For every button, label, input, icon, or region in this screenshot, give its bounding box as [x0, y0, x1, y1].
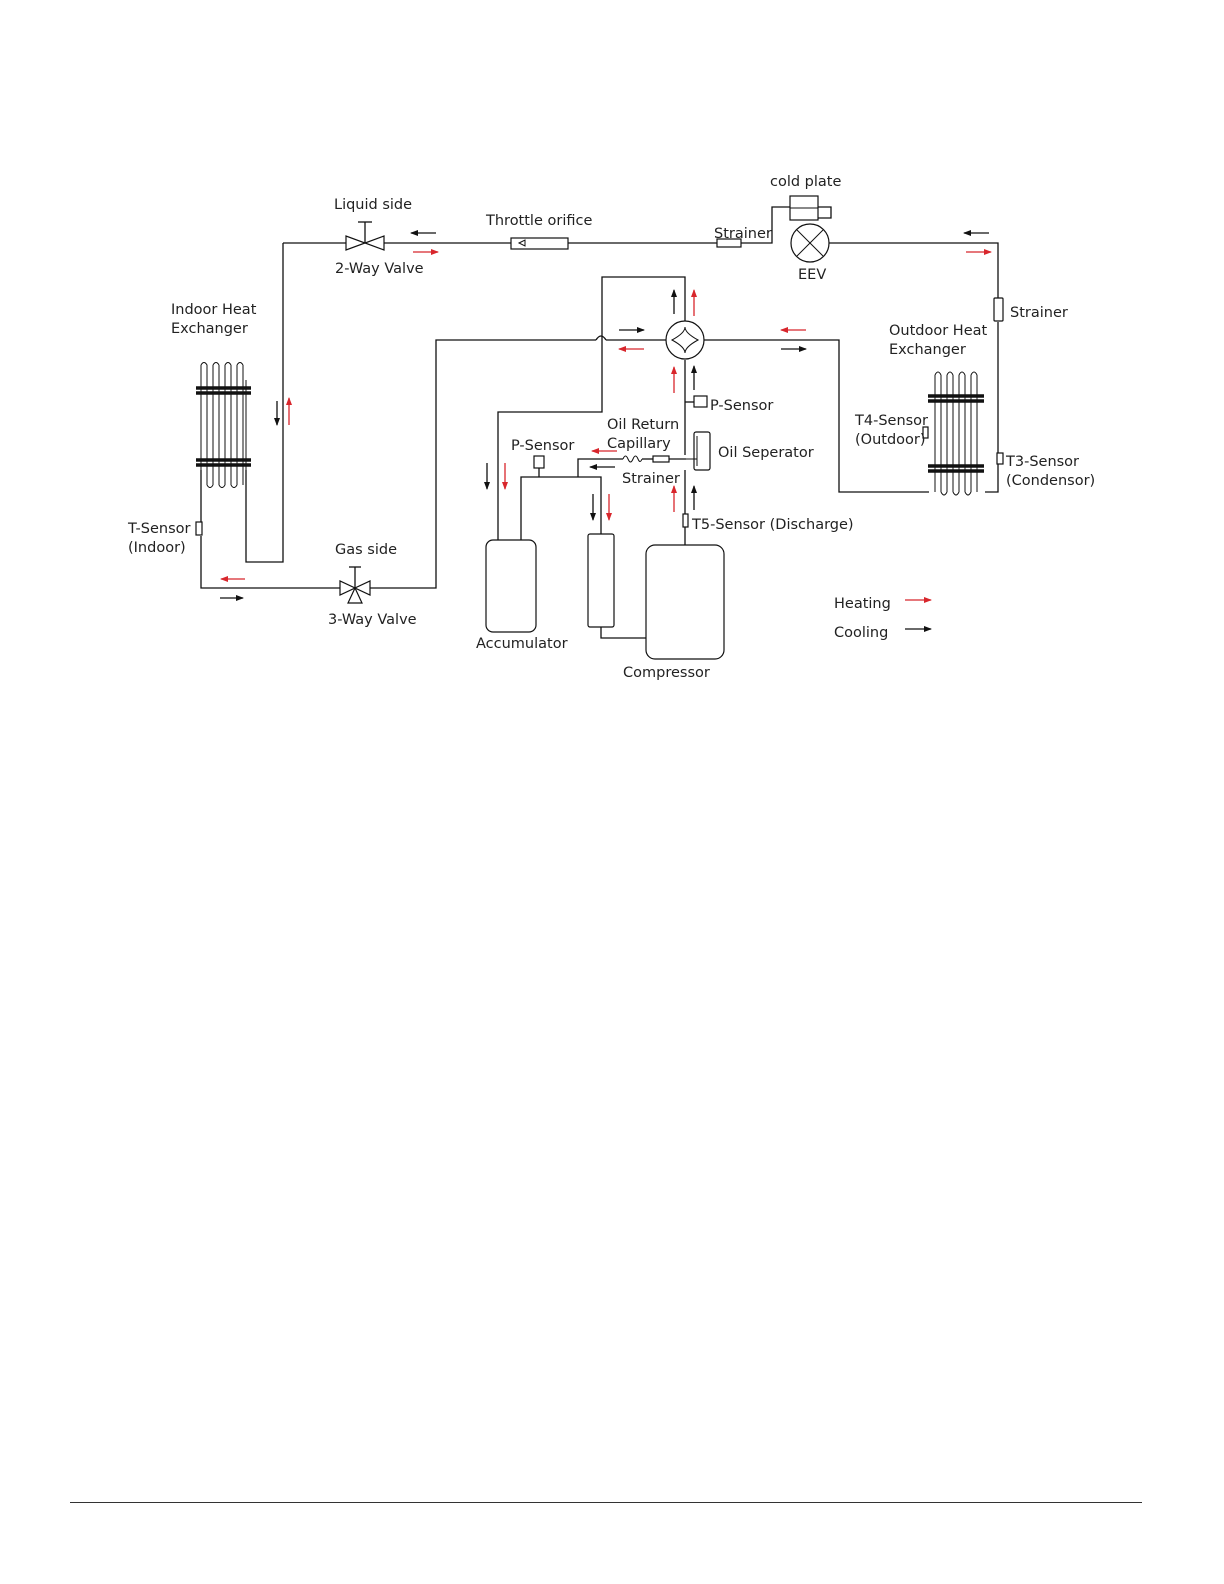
label-strainer-top: Strainer — [714, 226, 772, 242]
flow-arrows — [220, 230, 992, 601]
label-indoor-hx-line1: Indoor Heat — [171, 302, 257, 318]
legend: Heating Cooling — [834, 596, 932, 641]
strainer-outdoor-line — [993, 297, 1004, 322]
label-outdoor-hx-line2: Exchanger — [889, 342, 966, 358]
label-t3-sensor-line1: T3-Sensor — [1005, 454, 1079, 470]
cold-plate — [789, 195, 819, 221]
footer-rule — [70, 1502, 1142, 1503]
label-indoor-hx-line2: Exchanger — [171, 321, 248, 337]
label-strainer-right: Strainer — [1010, 305, 1068, 321]
p-sensor-suction — [533, 455, 545, 469]
label-strainer-oil: Strainer — [622, 471, 680, 487]
label-liquid-side: Liquid side — [334, 197, 412, 213]
oil-separator — [686, 431, 711, 471]
label-t4-sensor-line1: T4-Sensor — [854, 413, 928, 429]
label-eev: EEV — [798, 267, 826, 283]
throttle-orifice — [510, 237, 569, 250]
label-t5-sensor: T5-Sensor (Discharge) — [691, 517, 854, 533]
label-compressor: Compressor — [623, 665, 710, 681]
label-t4-sensor-line2: (Outdoor) — [855, 432, 926, 448]
label-t3-sensor-line2: (Condensor) — [1006, 473, 1095, 489]
label-t-sensor-line2: (Indoor) — [128, 540, 186, 556]
labels: Liquid side 2-Way Valve Throttle orifice… — [127, 174, 1095, 681]
label-accumulator: Accumulator — [476, 636, 568, 652]
t4-sensor-outdoor — [922, 426, 929, 439]
label-p-sensor-suction: P-Sensor — [511, 438, 574, 454]
label-two-way-valve: 2-Way Valve — [335, 261, 424, 277]
compressor — [587, 533, 725, 660]
label-oil-separator: Oil Seperator — [718, 445, 814, 461]
outdoor-heat-exchanger — [928, 371, 984, 496]
four-way-reversing-valve — [665, 320, 705, 360]
t5-sensor-discharge — [682, 513, 689, 528]
t-sensor-indoor — [195, 521, 203, 536]
label-throttle-orifice: Throttle orifice — [485, 213, 592, 229]
label-three-way-valve: 3-Way Valve — [328, 612, 417, 628]
label-p-sensor-discharge: P-Sensor — [710, 398, 773, 414]
t3-sensor-condensor — [996, 452, 1004, 465]
label-oil-return-line1: Oil Return — [607, 417, 679, 433]
label-t-sensor-line1: T-Sensor — [127, 521, 190, 537]
indoor-heat-exchanger — [196, 362, 251, 488]
three-way-valve — [339, 566, 371, 604]
label-oil-return-line2: Capillary — [607, 436, 671, 452]
label-gas-side: Gas side — [335, 542, 397, 558]
oil-return-capillary — [622, 455, 670, 463]
strainer-oil-return — [652, 455, 670, 463]
label-cold-plate: cold plate — [770, 174, 841, 190]
label-outdoor-hx-line1: Outdoor Heat — [889, 323, 988, 339]
strainer-liquid-line — [716, 238, 742, 248]
eev-valve — [790, 223, 830, 263]
legend-cooling-label: Cooling — [834, 625, 888, 641]
piping — [200, 206, 999, 639]
legend-heating-label: Heating — [834, 596, 891, 612]
accumulator — [485, 539, 537, 633]
two-way-valve — [345, 221, 385, 251]
p-sensor-discharge — [693, 395, 708, 408]
